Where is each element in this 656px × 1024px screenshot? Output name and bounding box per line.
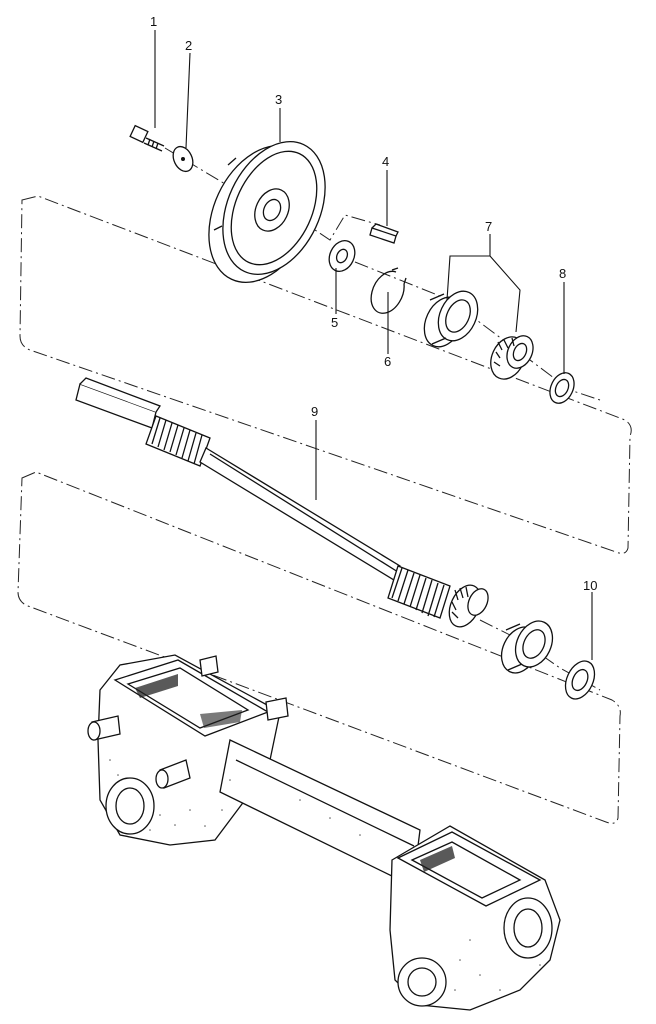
callout-8: 8 bbox=[559, 266, 566, 281]
callout-4: 4 bbox=[382, 154, 389, 169]
callout-5: 5 bbox=[331, 315, 338, 330]
axle-housing bbox=[87, 654, 561, 1011]
callout-10: 10 bbox=[583, 578, 597, 593]
callout-3: 3 bbox=[275, 92, 282, 107]
pulley bbox=[208, 140, 326, 283]
lower-bearing-cup bbox=[500, 620, 554, 674]
leader-lines bbox=[154, 30, 593, 660]
bolt bbox=[129, 124, 165, 152]
callout-9: 9 bbox=[311, 404, 318, 419]
upper-assembly-outline bbox=[19, 195, 632, 554]
thrust-washer bbox=[549, 372, 575, 404]
retaining-ring bbox=[370, 267, 407, 314]
callout-2: 2 bbox=[185, 38, 192, 53]
callout-7: 7 bbox=[485, 219, 492, 234]
washer-small bbox=[172, 145, 194, 173]
callout-numbers: 1 2 3 4 5 6 7 8 9 10 bbox=[150, 14, 597, 593]
lower-assembly-outline bbox=[17, 471, 621, 824]
washer-flat bbox=[328, 239, 356, 273]
callout-1: 1 bbox=[150, 14, 157, 29]
callout-6: 6 bbox=[384, 354, 391, 369]
key bbox=[369, 223, 399, 244]
thrust-washer-lower bbox=[564, 660, 596, 700]
worm-shaft bbox=[75, 377, 489, 628]
bearing-set bbox=[423, 290, 534, 380]
